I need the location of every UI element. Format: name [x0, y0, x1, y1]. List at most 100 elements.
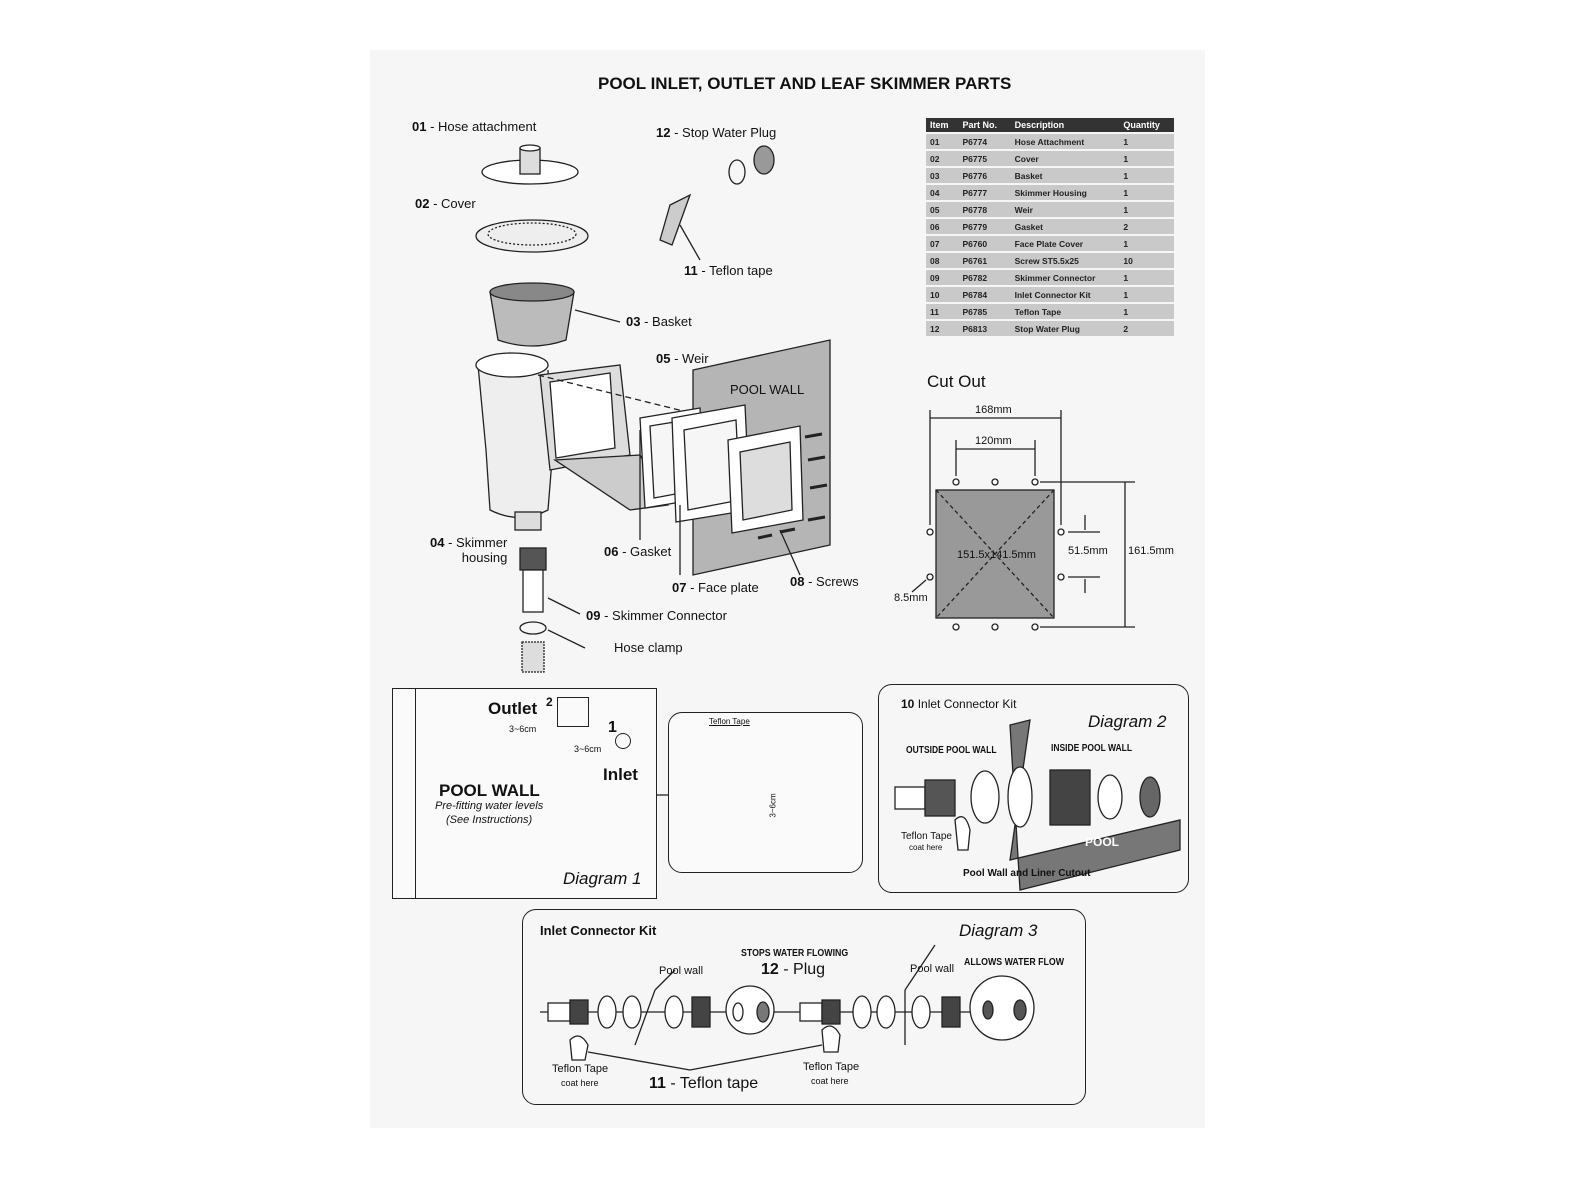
diagram3-parts: [540, 944, 1035, 1071]
cell-item: 04: [926, 183, 959, 201]
pool-wall-heading: POOL WALL: [439, 781, 540, 800]
cell-quantity: 1: [1119, 234, 1174, 252]
cell-description: Hose Attachment: [1010, 132, 1120, 150]
col-quantity: Quantity: [1119, 118, 1174, 133]
callout-text: - Weir: [674, 351, 709, 366]
coat-here-label-1: coat here: [561, 1078, 599, 1088]
callout-text: - Teflon tape: [701, 263, 773, 278]
tape-text: - Teflon tape: [670, 1075, 759, 1092]
diagram3-label: Diagram 3: [959, 921, 1038, 940]
outside-pool-wall-label: OUTSIDE POOL WALL: [906, 745, 997, 756]
cell-part-no: P6776: [958, 166, 1011, 184]
cutout-inner-width: 120mm: [975, 435, 1012, 447]
diagram2-label: Diagram 2: [1088, 712, 1167, 731]
inlet-icon: [615, 733, 631, 749]
outlet-number: 2: [546, 695, 553, 709]
cutout-hole-spacing: 51.5mm: [1068, 545, 1108, 557]
cell-part-no: P6777: [958, 183, 1011, 201]
tape-number: 11: [649, 1075, 666, 1092]
callout-teflon-tape: 11 - Teflon tape: [684, 263, 773, 278]
table-header-row: Item Part No. Description Quantity: [926, 118, 1174, 133]
diagram1-label: Diagram 1: [563, 869, 642, 888]
pool-wall-label-2: Pool wall: [910, 963, 955, 975]
cell-part-no: P6779: [958, 217, 1011, 235]
cell-description: Screw ST5.5x25: [1010, 251, 1120, 269]
teflon-tape-label-1: Teflon Tape: [552, 1063, 609, 1075]
inlet-number: 1: [608, 719, 617, 736]
cell-item: 07: [926, 234, 959, 252]
cell-quantity: 1: [1119, 183, 1174, 201]
pool-label: POOL: [1085, 835, 1120, 849]
teflon-tape-callout: 11 - Teflon tape: [649, 1075, 758, 1093]
callout-text: - Skimmer: [448, 535, 508, 550]
diagram3-title: Inlet Connector Kit: [540, 923, 657, 938]
cell-part-no: P6761: [958, 251, 1011, 269]
cell-item: 05: [926, 200, 959, 218]
diagram3-panel: Inlet Connector Kit Diagram 3 Pool wall …: [522, 909, 1086, 1105]
callout-hose-clamp: Hose clamp: [614, 640, 683, 655]
cell-quantity: 1: [1119, 285, 1174, 303]
cell-item: 11: [926, 302, 959, 320]
cell-quantity: 1: [1119, 302, 1174, 320]
coat-here-label-2: coat here: [811, 1076, 849, 1086]
callout-number: 06: [604, 544, 619, 559]
col-description: Description: [1010, 118, 1120, 133]
callout-number: 01: [412, 119, 427, 134]
diagram2-panel: 10 Inlet Connector Kit Diagram 2 OUTSIDE…: [878, 684, 1189, 893]
cell-description: Skimmer Connector: [1010, 268, 1120, 286]
inset-level: 3~6cm: [768, 793, 778, 818]
cell-quantity: 10: [1119, 251, 1174, 269]
divider: [415, 689, 416, 898]
cutout-hole-diameter: 8.5mm: [894, 592, 928, 604]
inset-teflon-label: Teflon Tape: [709, 717, 750, 726]
plug-text: - Plug: [783, 961, 826, 978]
callout-text: - Gasket: [622, 544, 672, 559]
cell-part-no: P6778: [958, 200, 1011, 218]
outlet-label: Outlet: [488, 699, 538, 718]
skimmer-housing-drawing: [475, 352, 670, 531]
cell-item: 03: [926, 166, 959, 184]
callout-number: 09: [586, 608, 601, 623]
callout-weir: 05 - Weir: [656, 351, 709, 366]
cell-description: Basket: [1010, 166, 1120, 184]
cell-description: Weir: [1010, 200, 1120, 218]
cutout-height: 161.5mm: [1128, 545, 1174, 557]
callout-text: housing: [461, 550, 508, 565]
cell-item: 10: [926, 285, 959, 303]
cell-part-no: P6782: [958, 268, 1011, 286]
cell-part-no: P6784: [958, 285, 1011, 303]
cell-description: Skimmer Housing: [1010, 183, 1120, 201]
cutout-drawing: [911, 410, 1135, 631]
cell-description: Gasket: [1010, 217, 1120, 235]
cutout-outer-width: 168mm: [975, 404, 1012, 416]
cell-quantity: 1: [1119, 268, 1174, 286]
callout-stop-water-plug: 12 - Stop Water Plug: [656, 125, 776, 140]
cover-drawing: [475, 219, 589, 253]
hose-attachment-drawing: [481, 144, 579, 185]
cell-quantity: 1: [1119, 166, 1174, 184]
plug-number: 12: [761, 961, 779, 978]
cell-item: 01: [926, 132, 959, 150]
pool-wall-label-1: Pool wall: [659, 965, 704, 977]
inlet-connector-kit-label: 10 Inlet Connector Kit: [901, 697, 1016, 711]
cell-description: Teflon Tape: [1010, 302, 1120, 320]
instructions-note: (See Instructions): [446, 814, 533, 826]
callout-text: - Hose attachment: [430, 119, 537, 134]
cell-part-no: P6774: [958, 132, 1011, 150]
cell-quantity: 2: [1119, 319, 1174, 336]
callout-number: 12: [656, 125, 671, 140]
callout-text: - Screws: [808, 574, 859, 589]
cell-description: Face Plate Cover: [1010, 234, 1120, 252]
basket-drawing: [489, 282, 575, 347]
cell-item: 02: [926, 149, 959, 167]
